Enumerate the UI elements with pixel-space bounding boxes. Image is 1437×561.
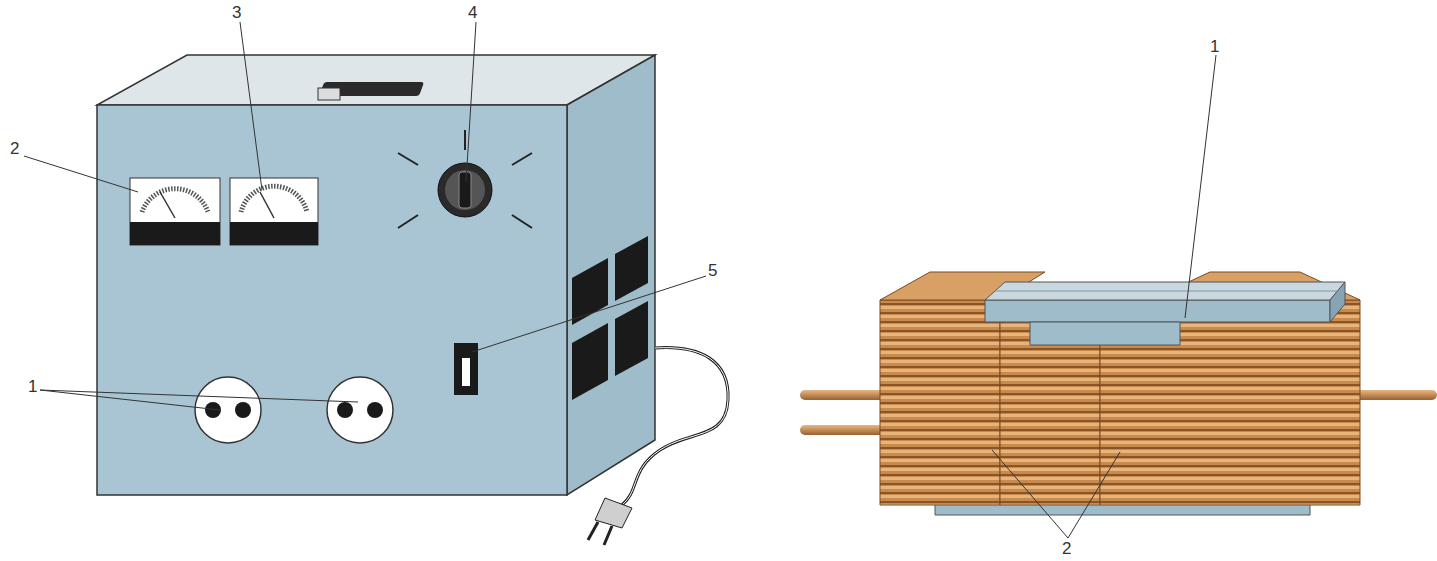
output-socket: [327, 377, 393, 443]
callout-number: 1: [28, 378, 37, 395]
callout-number: 2: [10, 140, 19, 157]
power-cord: [588, 348, 728, 545]
regulator-cabinet: [97, 55, 655, 495]
vent-slots: [572, 236, 648, 400]
callout-number: 4: [468, 4, 477, 21]
callout-number: 5: [708, 262, 717, 279]
callout-number: 3: [232, 4, 241, 21]
ammeter: [230, 178, 318, 245]
callout-number: 1: [1210, 38, 1219, 55]
callout-number: 2: [1062, 540, 1071, 557]
voltmeter: [130, 178, 220, 245]
leader-lines: [24, 22, 706, 410]
transformer: [800, 272, 1437, 515]
output-socket: [195, 377, 261, 443]
leader-lines: [992, 55, 1216, 538]
selector-knob: [398, 130, 532, 228]
